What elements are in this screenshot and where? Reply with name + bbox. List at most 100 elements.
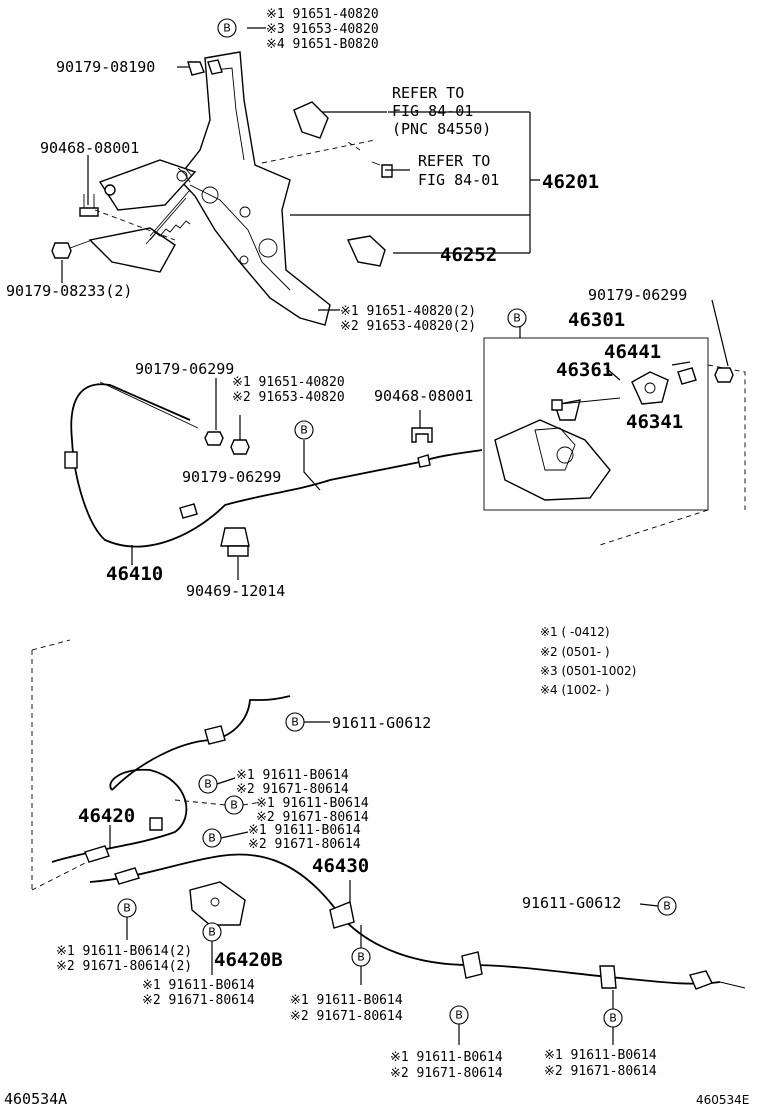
pedal-pad-46252-part xyxy=(346,235,386,267)
label-bl-2: ※2 91671-80614(2) xyxy=(56,959,192,974)
label-refer2-a: REFER TO xyxy=(418,152,490,170)
label-46341: 46341 xyxy=(626,411,683,433)
bolt-marker-b3: B xyxy=(202,828,222,848)
bolt-marker-left: B xyxy=(117,898,137,918)
label-bm-1: ※1 91611-B0614 xyxy=(142,978,255,993)
label-refer1-c: (PNC 84550) xyxy=(392,120,491,138)
lever-box-46301 xyxy=(483,337,746,546)
label-refer1-a: REFER TO xyxy=(392,84,464,102)
label-refer2-b: FIG 84-01 xyxy=(418,171,499,189)
nut-90179-08233-part xyxy=(51,239,93,259)
cable-46410-part xyxy=(64,381,483,548)
svg-text:B: B xyxy=(223,22,231,35)
bolt-marker-mid-right: B xyxy=(507,308,527,328)
pedal-bracket-assembly xyxy=(88,51,331,326)
label-bb-2: ※2 91671-80614 xyxy=(390,1066,503,1081)
bracket-46341-part xyxy=(631,371,669,405)
svg-text:B: B xyxy=(208,832,216,845)
svg-text:B: B xyxy=(357,951,365,964)
label-46252: 46252 xyxy=(440,244,497,266)
bolt-marker-b2: B xyxy=(224,795,244,815)
bracket-46420b-part xyxy=(189,881,246,926)
label-90468-mid: 90468-08001 xyxy=(374,387,473,405)
legend-item-3: ※3 (0501-1002) xyxy=(540,664,636,678)
label-bm-2: ※2 91671-80614 xyxy=(142,993,255,1008)
label-b1-1: ※1 91611-B0614 xyxy=(236,768,349,783)
label-b3-1: ※1 91611-B0614 xyxy=(248,823,361,838)
nut-90179-06299-mid-part xyxy=(230,439,250,455)
bolt-refer-part xyxy=(371,161,393,178)
diagram-id-left: 460534A xyxy=(4,1090,67,1108)
bolt-marker-g0612-a: B xyxy=(285,712,305,732)
diagram-id-right: 460534E xyxy=(696,1093,749,1107)
svg-text:B: B xyxy=(663,900,671,913)
label-top-2: ※3 91653-40820 xyxy=(266,22,379,37)
clip-90468-top-part xyxy=(79,184,116,217)
cable-46420-part xyxy=(51,695,291,863)
label-90179-08190: 90179-08190 xyxy=(56,58,155,76)
bolt-marker-bottom-right: B xyxy=(603,1008,623,1028)
bolt-marker-center: B xyxy=(351,947,371,967)
label-90179-06299-left: 90179-06299 xyxy=(135,360,234,378)
clip-90468-mid-part xyxy=(411,427,433,443)
bolt-marker-46420b: B xyxy=(202,922,222,942)
label-90468-top: 90468-08001 xyxy=(40,139,139,157)
label-46201: 46201 xyxy=(542,171,599,193)
label-c-1: ※1 91651-40820 xyxy=(232,375,345,390)
svg-text:B: B xyxy=(455,1009,463,1022)
label-b2-2: ※2 91671-80614 xyxy=(256,810,369,825)
legend: ※1 ( -0412) ※2 (0501- ) ※3 (0501-1002) ※… xyxy=(540,625,636,697)
label-b2-1: ※1 91611-B0614 xyxy=(256,796,369,811)
label-46301: 46301 xyxy=(568,309,625,331)
grommet-90469-part xyxy=(220,527,250,557)
nut-90179-06299-left-part xyxy=(204,431,224,446)
bolt-marker-bottom-mid: B xyxy=(449,1005,469,1025)
label-46361: 46361 xyxy=(556,359,613,381)
nut-90179-06299-right-part xyxy=(714,367,734,383)
label-46410: 46410 xyxy=(106,563,163,585)
label-46441: 46441 xyxy=(604,341,661,363)
svg-text:B: B xyxy=(291,716,299,729)
label-top-3: ※4 91651-B0820 xyxy=(266,37,379,52)
label-90179-06299-mid: 90179-06299 xyxy=(182,468,281,486)
label-46430: 46430 xyxy=(312,855,369,877)
bolt-marker-g0612-b: B xyxy=(657,896,677,916)
rod-46361-part xyxy=(551,397,621,411)
clip-90179-08190-part xyxy=(187,59,223,76)
label-46420b: 46420B xyxy=(214,949,283,971)
svg-text:B: B xyxy=(230,799,238,812)
label-br-2: ※2 91671-80614 xyxy=(544,1064,657,1079)
label-b3-2: ※2 91671-80614 xyxy=(248,837,361,852)
svg-text:B: B xyxy=(513,312,521,325)
svg-text:B: B xyxy=(609,1012,617,1025)
label-90179-08233: 90179-08233(2) xyxy=(6,282,132,300)
legend-item-2: ※2 (0501- ) xyxy=(540,645,610,659)
legend-item-1: ※1 ( -0412) xyxy=(540,625,610,639)
label-c-2: ※2 91653-40820 xyxy=(232,390,345,405)
bolt-marker-cable: B xyxy=(294,420,314,440)
label-90179-06299-right: 90179-06299 xyxy=(588,286,687,304)
label-46420: 46420 xyxy=(78,805,135,827)
svg-text:B: B xyxy=(208,926,216,939)
pin-46441-part xyxy=(677,367,697,385)
label-mid-2: ※2 91653-40820(2) xyxy=(340,319,476,334)
label-90469-12014: 90469-12014 xyxy=(186,582,285,600)
label-top-1: ※1 91651-40820 xyxy=(266,7,379,22)
label-bc-1: ※1 91611-B0614 xyxy=(290,993,403,1008)
label-refer1-b: FIG 84-01 xyxy=(392,102,473,120)
pad-part xyxy=(293,101,329,139)
label-bb-1: ※1 91611-B0614 xyxy=(390,1050,503,1065)
cable-46430-part xyxy=(89,853,746,990)
label-b1-2: ※2 91671-80614 xyxy=(236,782,349,797)
label-br-1: ※1 91611-B0614 xyxy=(544,1048,657,1063)
label-g0612-a: 91611-G0612 xyxy=(332,714,431,732)
label-mid-1: ※1 91651-40820(2) xyxy=(340,304,476,319)
legend-item-4: ※4 (1002- ) xyxy=(540,683,610,697)
label-bc-2: ※2 91671-80614 xyxy=(290,1009,403,1024)
label-g0612-b: 91611-G0612 xyxy=(522,894,621,912)
svg-text:B: B xyxy=(204,778,212,791)
bolt-marker-b1: B xyxy=(198,774,218,794)
label-bl-1: ※1 91611-B0614(2) xyxy=(56,944,192,959)
